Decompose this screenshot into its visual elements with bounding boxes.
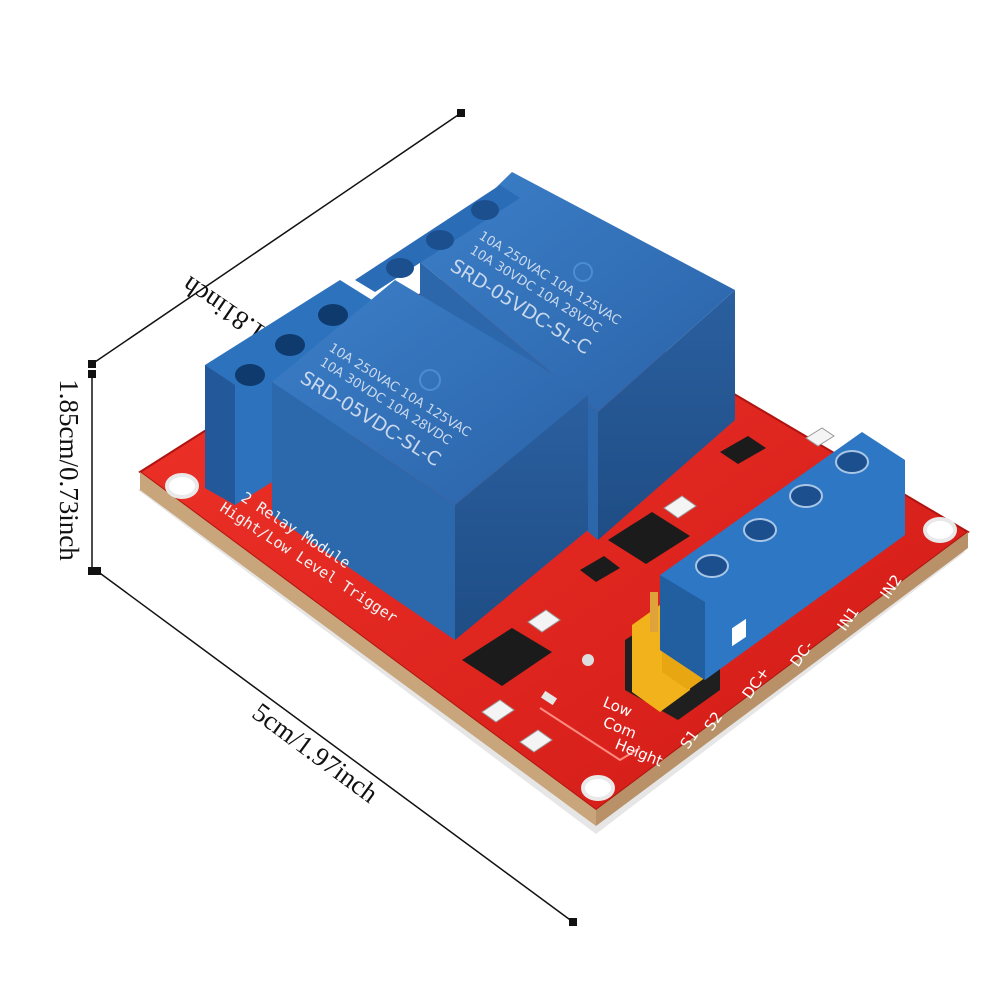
- relay-2: 10A 250VAC 10A 125VAC 10A 30VDC 10A 28VD…: [205, 280, 588, 640]
- smd-components: [462, 427, 835, 753]
- screw-terminal: [386, 258, 414, 278]
- mounting-hole: [165, 473, 199, 499]
- screw-terminal: [743, 518, 777, 542]
- screw-terminal: [471, 200, 499, 220]
- dimension-lines: [88, 109, 577, 926]
- screw-terminal: [318, 304, 348, 326]
- screw-terminal: [695, 554, 729, 578]
- length-dimension-label: 5cm/1.97inch: [247, 697, 384, 809]
- mounting-hole: [923, 517, 957, 543]
- screw-terminal: [426, 230, 454, 250]
- input-terminal-block: [660, 432, 905, 680]
- screw-terminal: [789, 484, 823, 508]
- screw-terminal: [835, 450, 869, 474]
- mounting-hole: [581, 775, 615, 801]
- height-dimension-label: 1.85cm/0.73inch: [54, 379, 84, 561]
- screw-terminal: [235, 364, 265, 386]
- screw-terminal: [275, 334, 305, 356]
